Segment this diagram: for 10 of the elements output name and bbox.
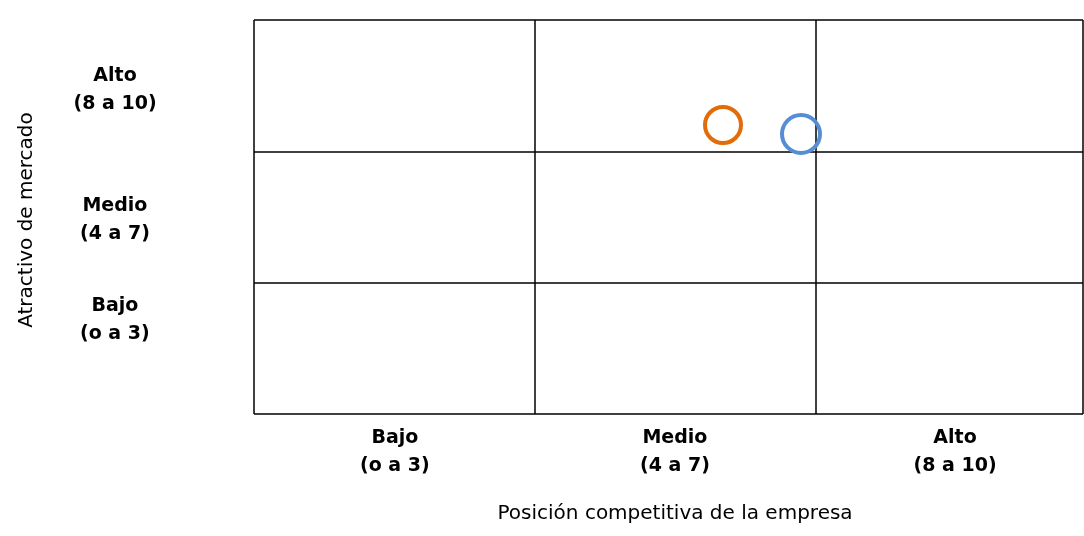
row-label: Medio (4 a 7) — [80, 192, 150, 245]
axis-title: Posición competitiva de la empresa — [497, 500, 853, 524]
circle-marker — [703, 105, 743, 145]
row-label: Bajo (o a 3) — [80, 292, 150, 345]
column-label: Bajo (o a 3) — [360, 424, 430, 477]
row-label: Alto (8 a 10) — [73, 62, 157, 115]
axis-title: Atractivo de mercado — [12, 112, 37, 328]
column-label: Alto (8 a 10) — [913, 424, 997, 477]
column-label: Medio (4 a 7) — [640, 424, 710, 477]
circle-marker — [780, 113, 822, 155]
